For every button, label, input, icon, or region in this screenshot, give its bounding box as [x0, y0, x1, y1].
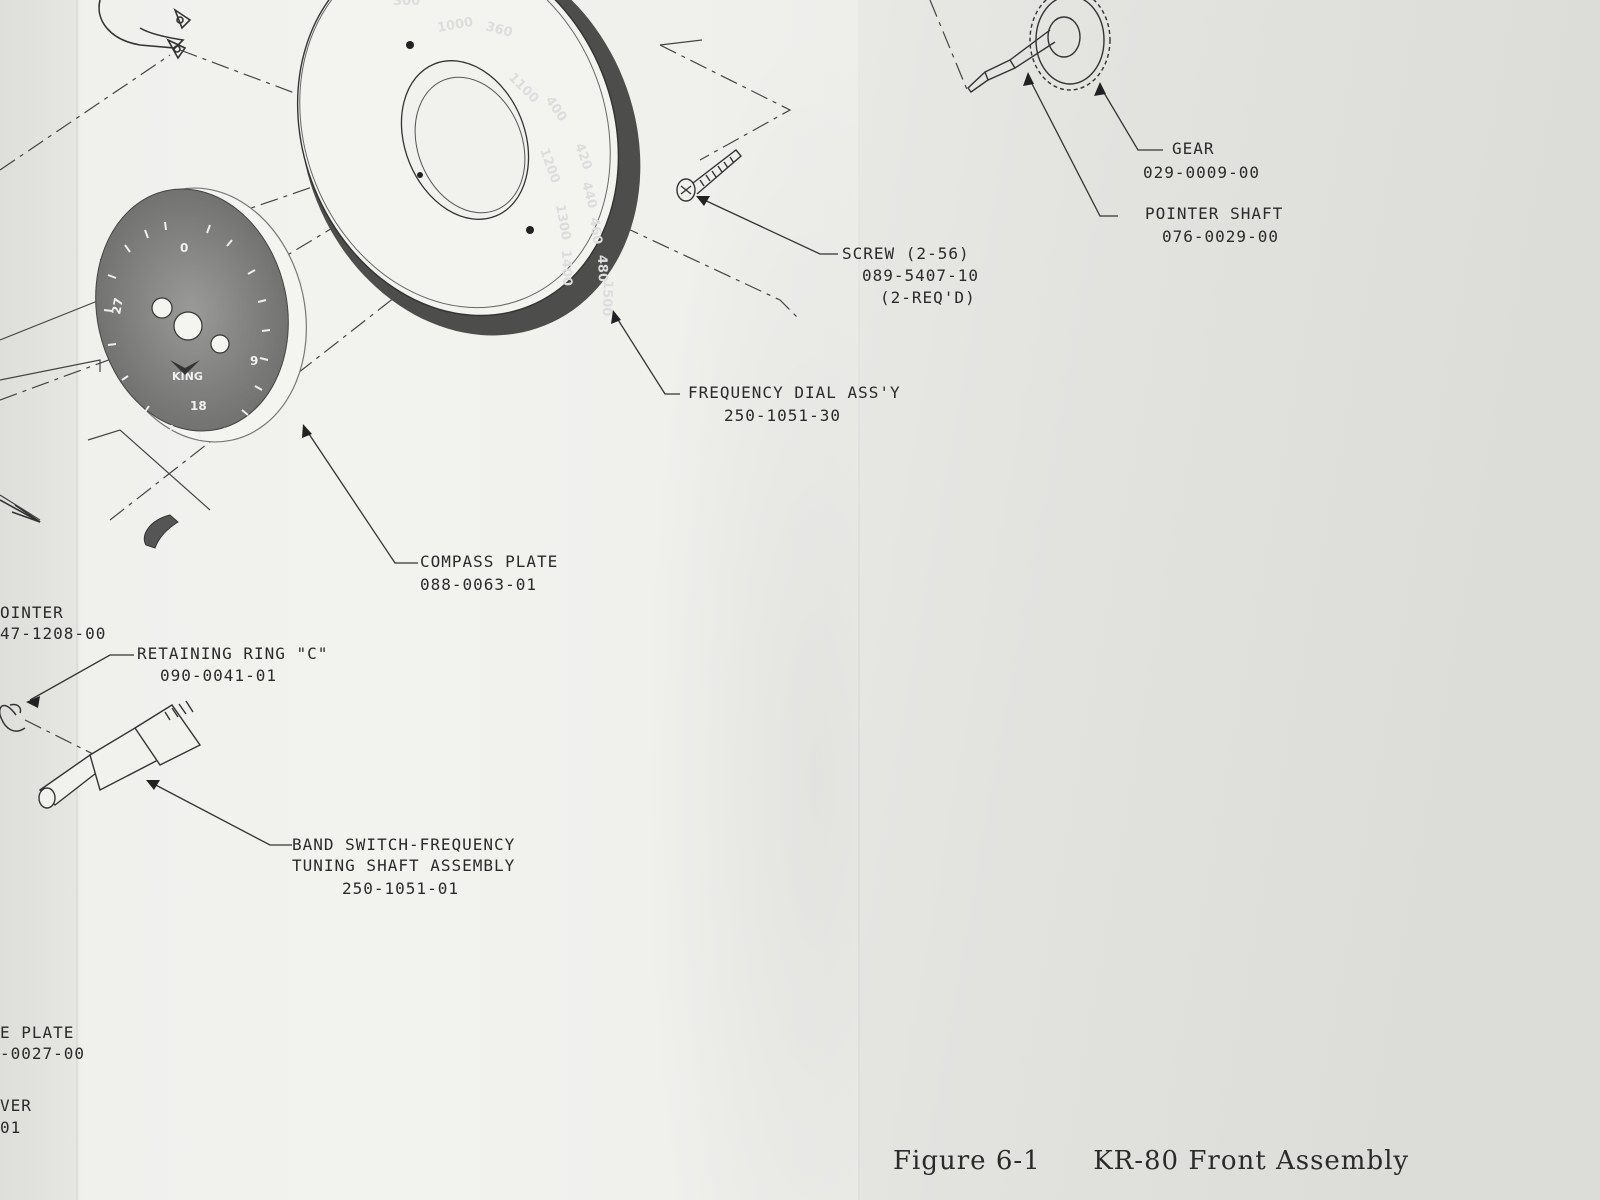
figure-title: KR-80 Front Assembly [1093, 1146, 1410, 1176]
gear-part-number: 029-0009-00 [1143, 163, 1260, 182]
dial-scale-label: 1400 [558, 250, 574, 287]
band-switch-label: BAND SWITCH-FREQUENCY [292, 835, 516, 854]
dial-scale-label: 460 [586, 216, 605, 245]
page-fold-shadow [76, 0, 80, 1200]
compass-plate-label: COMPASS PLATE [420, 552, 559, 571]
compass-mark: 0 [180, 241, 188, 255]
pointer-part-number: 47-1208-00 [0, 624, 107, 643]
retaining-ring-c [0, 703, 26, 732]
frequency-dial: 300 1000 360 1100 400 1200 420 440 1300 … [296, 0, 641, 336]
plate-part-number: -0027-00 [0, 1044, 86, 1063]
figure-number: Figure 6-1 [893, 1146, 1041, 1176]
pointer-shaft-part-number: 076-0029-00 [1162, 227, 1279, 246]
cover-label: VER [0, 1096, 32, 1115]
dial-scale-label: 1300 [552, 203, 573, 241]
compass-mark: 18 [190, 399, 207, 413]
band-switch-part-number: 250-1051-01 [342, 879, 459, 898]
compass-mark: 27 [109, 297, 126, 316]
callout-leaders [29, 75, 1163, 846]
dial-scale-label: 480 [594, 255, 610, 283]
dial-scale-label: 1000 [436, 15, 474, 36]
screw-part-number: 089-5407-10 [862, 266, 979, 285]
compass-plate: 0 9 18 27 KING [95, 187, 307, 443]
pointer-shaft-label: POINTER SHAFT [1145, 204, 1284, 223]
pointer-needle [0, 499, 41, 523]
figure-caption: Figure 6-1 KR-80 Front Assembly [893, 1146, 1409, 1176]
frequency-dial-part-number: 250-1051-30 [724, 406, 841, 425]
dial-scale-label: 360 [484, 19, 514, 41]
frequency-dial-label: FREQUENCY DIAL ASS'Y [688, 383, 901, 402]
plate-label: E PLATE [0, 1023, 75, 1042]
cover-part-number: 01 [0, 1118, 22, 1137]
band-switch-label-line2: TUNING SHAFT ASSEMBLY [292, 856, 516, 875]
dial-scale-label: 1500 [599, 280, 615, 317]
reference-lines [0, 39, 703, 521]
screw-quantity: (2-REQ'D) [880, 288, 976, 307]
compass-mark: 9 [250, 354, 258, 368]
retaining-ring-label: RETAINING RING "C" [137, 644, 329, 663]
pointer-label: OINTER [0, 603, 64, 622]
left-page-underlay [0, 0, 78, 1200]
gear-label: GEAR [1172, 139, 1215, 158]
top-retaining-ring-part [98, 0, 192, 60]
page-gutter-shadow [640, 0, 860, 1200]
retaining-ring-part-number: 090-0041-01 [160, 666, 277, 685]
band-switch-shaft [38, 700, 202, 809]
gear-and-pointer-shaft [967, 0, 1111, 93]
screw-label: SCREW (2-56) [842, 244, 970, 263]
knob-part [143, 514, 179, 549]
dial-scale-label: 440 [578, 180, 600, 210]
right-page [858, 0, 1600, 1200]
compass-brand: KING [172, 370, 203, 383]
callout-arrowheads [26, 72, 1106, 790]
screw-part [676, 149, 742, 202]
compass-plate-part-number: 088-0063-01 [420, 575, 537, 594]
dial-scale-label: 300 [393, 0, 420, 9]
